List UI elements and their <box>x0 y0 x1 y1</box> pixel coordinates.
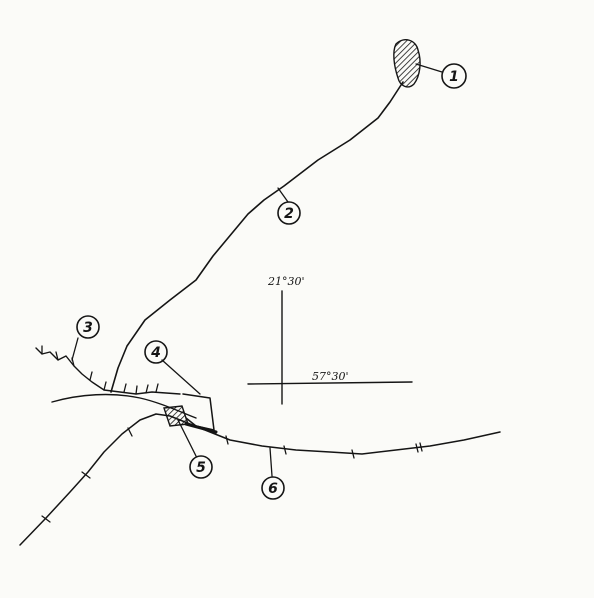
callout-4-label: 4 <box>150 345 161 361</box>
callout-5-label: 5 <box>196 460 206 476</box>
leader-lines <box>71 63 443 477</box>
callout-5: 5 <box>189 455 213 479</box>
track-line <box>110 81 404 393</box>
callout-6-label: 6 <box>268 481 278 497</box>
latitude-label: 21°30' <box>267 275 305 288</box>
lower-track-ticks <box>41 427 423 523</box>
callout-2-label: 2 <box>284 206 294 222</box>
callout-1-label: 1 <box>449 69 459 85</box>
longitude-label: 57°30' <box>312 370 349 383</box>
callout-1: 1 <box>441 63 467 89</box>
escarpment-ticks <box>41 345 159 395</box>
callout-3-label: 3 <box>83 320 93 336</box>
callout-3: 3 <box>76 315 100 339</box>
callout-2: 2 <box>277 201 301 225</box>
callout-6: 6 <box>261 476 285 500</box>
callout-4: 4 <box>144 340 168 364</box>
feature-1-site <box>393 39 421 88</box>
lower-track <box>19 413 501 546</box>
escarpment-line <box>35 347 181 395</box>
reference-parallel <box>247 381 413 385</box>
